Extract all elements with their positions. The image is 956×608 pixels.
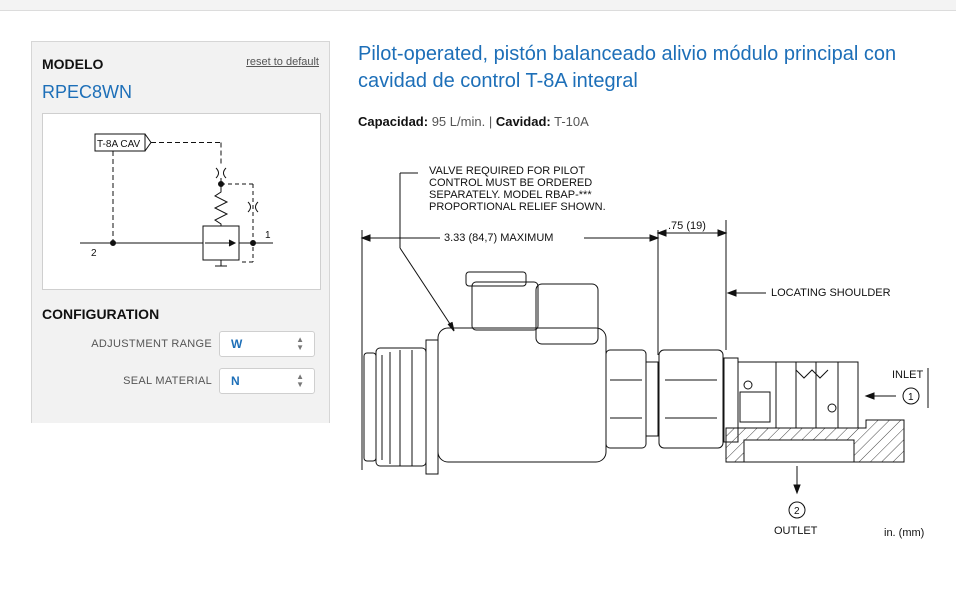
reset-to-default-link[interactable]: reset to default: [246, 56, 319, 68]
seal-material-label: SEAL MATERIAL: [123, 375, 212, 387]
model-config-panel: MODELO reset to default RPEC8WN: [31, 41, 330, 423]
modelo-label: MODELO: [42, 56, 104, 72]
port-2-label: 2: [91, 248, 97, 259]
note-line-3: SEPARATELY. MODEL RBAP-***: [429, 189, 592, 201]
adjustment-range-select[interactable]: W ▲▼: [219, 331, 315, 357]
note-line-2: CONTROL MUST BE ORDERED: [429, 177, 592, 189]
valve-dimension-drawing: VALVE REQUIRED FOR PILOT CONTROL MUST BE…: [360, 165, 929, 539]
outlet-label: OUTLET: [774, 525, 818, 537]
product-title: Pilot-operated, pistón balanceado alivio…: [358, 43, 897, 92]
cavity-value: T-10A: [554, 114, 589, 129]
seal-material-select[interactable]: N ▲▼: [219, 368, 315, 394]
locating-shoulder-label: LOCATING SHOULDER: [771, 287, 891, 299]
dimension-shoulder-label: .75 (19): [668, 220, 706, 232]
cavity-label: T-8A CAV: [97, 139, 140, 150]
spec-separator: |: [488, 114, 493, 129]
port-1-label: 1: [265, 230, 271, 241]
cavity-arrow: [144, 133, 152, 152]
note-line-4: PROPORTIONAL RELIEF SHOWN.: [429, 201, 606, 213]
select-arrows-icon: ▲▼: [296, 372, 304, 389]
model-code: RPEC8WN: [42, 82, 133, 102]
schematic-diagram: T-8A CAV 2 1: [80, 133, 273, 267]
dimension-max-label: 3.33 (84,7) MAXIMUM: [444, 232, 553, 244]
note-line-1: VALVE REQUIRED FOR PILOT: [429, 165, 585, 177]
hydraulic-schematic: T-8A CAV 2 1: [42, 113, 321, 290]
inlet-port-number: 1: [908, 392, 914, 403]
capacity-label: Capacidad:: [358, 114, 429, 129]
units-label: in. (mm): [884, 527, 924, 539]
configuration-label: CONFIGURATION: [42, 306, 160, 322]
cavity-box: [94, 133, 146, 152]
adjustment-range-label: ADJUSTMENT RANGE: [91, 338, 212, 350]
cavity-label: Cavidad:: [495, 114, 551, 129]
inlet-label: INLET: [892, 369, 923, 381]
seal-material-value: N: [231, 374, 240, 388]
product-specs: Capacidad: 95 L/min. | Cavidad: T-10A: [358, 114, 589, 129]
top-bar: [0, 0, 956, 11]
adjustment-range-value: W: [231, 337, 243, 351]
outlet-port-number: 2: [794, 506, 800, 517]
select-arrows-icon: ▲▼: [296, 335, 304, 352]
capacity-value: 95 L/min.: [431, 114, 486, 129]
